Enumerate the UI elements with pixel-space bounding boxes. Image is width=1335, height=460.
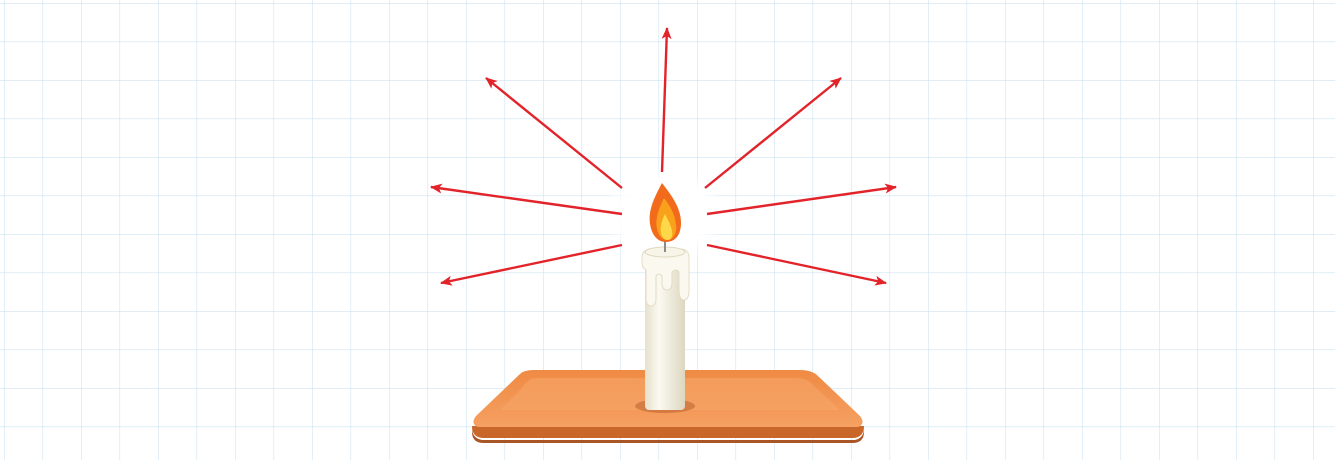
holder-edge <box>472 426 864 438</box>
candle-icon <box>642 240 689 410</box>
